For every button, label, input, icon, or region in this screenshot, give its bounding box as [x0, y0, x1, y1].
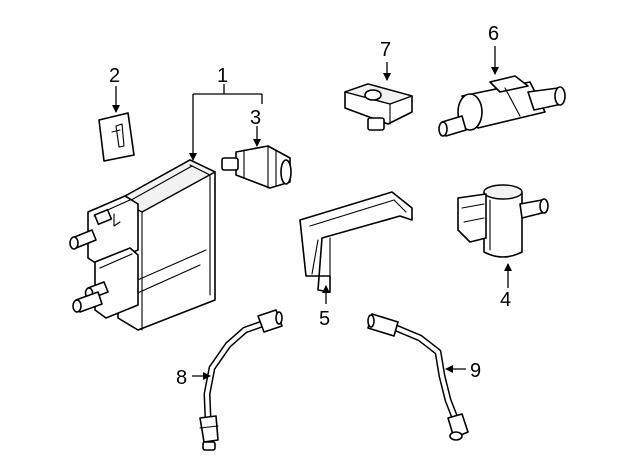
- callout-3: 3: [250, 107, 261, 129]
- vapor-canister: [69, 159, 216, 331]
- callout-2: 2: [109, 65, 120, 87]
- mounting-bracket: [299, 191, 413, 293]
- label-decal: [98, 112, 135, 162]
- sensor-module: [344, 83, 413, 131]
- callout-4: 4: [500, 289, 511, 311]
- pressure-sensor: [221, 145, 292, 189]
- callout-1: 1: [217, 65, 228, 87]
- vent-valve: [438, 75, 566, 137]
- oxygen-sensor-right: [367, 313, 469, 441]
- callout-7: 7: [380, 39, 391, 61]
- callout-9: 9: [470, 360, 481, 382]
- callout-6: 6: [488, 23, 499, 45]
- oxygen-sensor-left: [199, 309, 283, 451]
- callout-8: 8: [176, 367, 187, 389]
- purge-solenoid-valve: [457, 184, 549, 258]
- callout-5: 5: [319, 308, 330, 330]
